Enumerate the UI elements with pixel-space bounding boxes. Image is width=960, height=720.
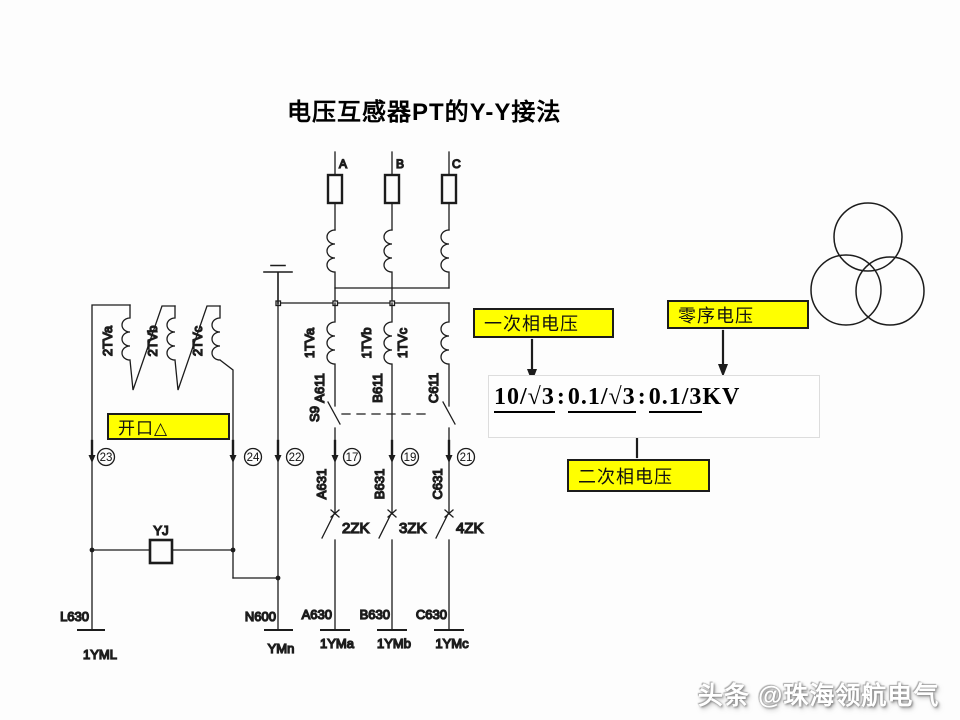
relay-label: YJ [153,523,168,538]
wire-label-a611: A611 [312,373,327,402]
wire-label-c611: C611 [426,373,441,403]
fuse-icon [383,173,401,205]
open-delta-winding-a [121,304,176,391]
primary-winding-a [326,229,336,289]
yj-relay: YJ [89,302,281,631]
terminal-21: 21 [460,452,473,464]
wire-label-b631: B631 [372,469,387,499]
wire-label-c630: C630 [416,607,447,622]
ratio-separator: : [637,384,647,410]
secondary-windings: 1TVa 1TVb 1TVc A611 B611 C611 [301,302,450,515]
callout-secondary-phase-voltage-label: 二次相电压 [578,466,673,487]
winding-label-2tvb: 2TVb [145,325,160,356]
arrow-down-icon [718,364,728,377]
relay-box-icon [148,538,174,565]
switch-2zk-icon: 2ZK [321,509,370,631]
wire-label-b611: B611 [370,373,385,402]
terminal-numbers: 23 24 22 17 19 21 [96,447,476,467]
secondary-winding-a [326,302,336,407]
primary-winding-c [440,229,450,289]
junction-dot [275,575,281,581]
wire-label-a631: A631 [314,469,329,499]
winding-label-2tva: 2TVa [100,325,115,356]
fuse-icon [326,173,344,205]
wire-label-c631: C631 [430,468,445,499]
s9-switch-icon: S9 [306,401,456,515]
switch-3zk-label: 3ZK [399,520,427,537]
neutral-bus [275,300,450,307]
zk-switches: 2ZK 3ZK 4ZK [321,509,484,631]
ratio-panel [488,375,820,438]
callout-zero-sequence-voltage-label: 零序电压 [678,305,754,326]
terminal-17: 17 [346,452,359,464]
phase-c-label: C [452,157,461,171]
phase-b-label: B [396,157,404,171]
callout-primary-phase-voltage-label: 一次相电压 [484,314,579,334]
switch-4zk-label: 4ZK [456,520,484,537]
winding-label-2tvc: 2TVc [190,325,205,356]
terminal-22: 22 [289,452,302,464]
ground-icon [263,264,293,304]
mid-wire-labels: A631 B631 C631 [313,468,445,500]
callout-open-delta: 开口△ [107,413,230,440]
phase-a-label: A [339,157,347,171]
secondary-winding-b [383,302,393,515]
ratio-separator: : [556,384,566,410]
junction-dot [230,547,236,553]
winding-label-1tvc: 1TVc [395,327,410,358]
switch-2zk-label: 2ZK [342,520,370,537]
s9-label: S9 [307,406,322,422]
bottom-labels: L630 1YML N600 YMn A630 B630 C630 1YMa 1… [59,606,469,662]
primary-winding-b [383,229,393,289]
winding-label-1tva: 1TVa [302,327,317,358]
wire-label-a630: A630 [302,607,332,622]
ratio-formula: 10/√3:0.1/√3:0.1/3KV [494,384,814,413]
callout-zero-sequence-voltage: 零序电压 [667,300,809,329]
switch-4zk-icon: 4ZK [435,509,484,631]
busbar-label-ymn: YMn [268,641,295,656]
terminal-23: 23 [100,452,113,464]
page-title: 电压互感器PT的Y-Y接法 [287,99,562,126]
winding-label-1tvb: 1TVb [359,327,374,358]
wire-label-n600: N600 [245,609,276,624]
open-delta-winding-b [166,305,221,391]
wire-label-l630: L630 [60,609,89,624]
ratio-secondary: 0.1/√3 [567,384,636,413]
primary-phase-lines: A B C [326,151,462,231]
busbar-label-1ymc: 1YMc [435,636,469,651]
watermark: 头条 @珠海领航电气 [698,682,940,710]
open-delta-windings: 2TVa 2TVb 2TVc [91,304,234,631]
terminal-24: 24 [247,452,260,464]
open-delta-winding-c [211,305,234,579]
ratio-unit: KV [702,384,741,410]
busbar-label-1yml: 1YML [83,647,117,662]
ratio-primary: 10/√3 [494,384,555,413]
callout-open-delta-label: 开口△ [118,419,169,438]
primary-windings [326,229,450,304]
terminal-19: 19 [404,452,417,464]
callout-secondary-phase-voltage: 二次相电压 [567,459,710,492]
ratio-residual: 0.1/3 [648,384,703,413]
transformer-symbol-icon [810,202,925,326]
junction-dot [89,547,95,553]
wire-label-b630: B630 [360,607,390,622]
busbar-label-1ymb: 1YMb [377,636,411,651]
callout-primary-phase-voltage: 一次相电压 [473,308,614,338]
secondary-winding-c [440,302,450,407]
terminal-markers [88,439,453,463]
switch-3zk-icon: 3ZK [378,509,427,631]
fuse-icon [440,173,458,205]
busbar-label-1yma: 1YMa [320,636,355,651]
